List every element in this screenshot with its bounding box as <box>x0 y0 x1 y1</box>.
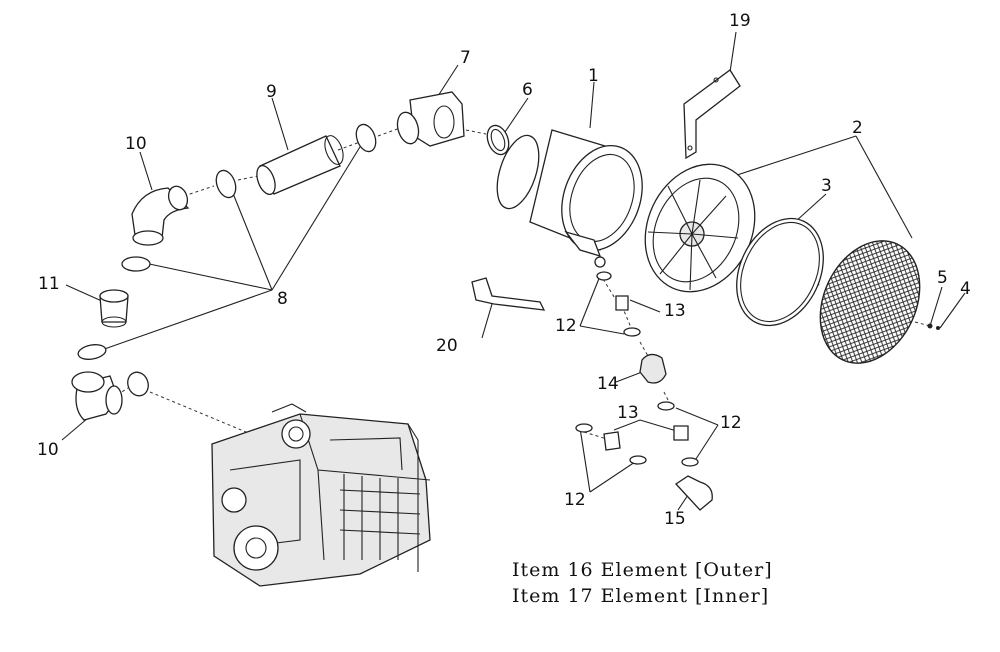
callout-1: 1 <box>588 66 599 86</box>
callout-8: 8 <box>277 289 288 309</box>
hose-elbow-lower <box>71 371 123 421</box>
mesh-screen <box>819 240 921 364</box>
callout-15: 15 <box>664 509 686 529</box>
callout-3: 3 <box>821 176 832 196</box>
callout-9: 9 <box>266 82 277 102</box>
callout-12-lower-right: 12 <box>720 413 742 433</box>
vacuator-assembly <box>575 271 713 511</box>
callout-7: 7 <box>460 48 471 68</box>
air-cleaner-housing <box>496 129 643 268</box>
hose-elbow-upper <box>131 185 190 246</box>
bracket-20 <box>471 277 546 311</box>
engine-illustration <box>211 403 431 587</box>
callout-13-lower: 13 <box>617 403 639 423</box>
note-item-17: Item 17 Element [Inner] <box>512 585 770 607</box>
gasket-ring <box>736 217 824 327</box>
callout-20: 20 <box>436 336 458 356</box>
callout-10-upper: 10 <box>125 134 147 154</box>
elbow-adapter <box>396 91 465 147</box>
intake-tube <box>256 135 344 196</box>
callout-11: 11 <box>38 274 60 294</box>
callout-19: 19 <box>729 11 751 31</box>
callout-12-upper: 12 <box>555 316 577 336</box>
hose-coupling <box>99 289 129 328</box>
callout-13-upper: 13 <box>664 301 686 321</box>
callout-5: 5 <box>937 268 948 288</box>
screw-and-washer <box>927 323 940 330</box>
callout-4: 4 <box>960 279 971 299</box>
leader-lines <box>61 31 966 511</box>
callout-10-lower: 10 <box>37 440 59 460</box>
callout-12-lower-left: 12 <box>564 490 586 510</box>
callout-6: 6 <box>522 80 533 100</box>
note-item-16: Item 16 Element [Outer] <box>512 559 773 581</box>
mounting-bracket-19 <box>683 69 741 160</box>
hose-clamps <box>77 123 377 397</box>
callout-2: 2 <box>852 118 863 138</box>
air-cleaner-cover <box>644 163 756 293</box>
callout-14: 14 <box>597 374 619 394</box>
clamp-6 <box>486 124 510 156</box>
